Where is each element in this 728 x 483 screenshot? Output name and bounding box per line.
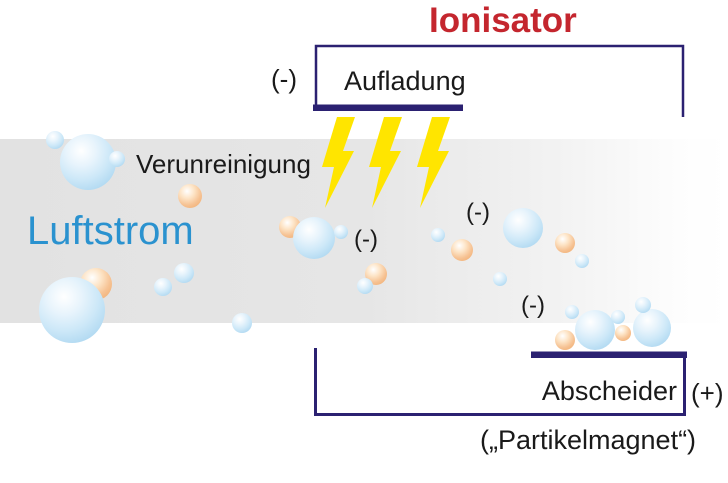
blue-particle: [635, 297, 651, 313]
blue-particle: [611, 310, 625, 324]
blue-particle: [46, 131, 64, 149]
blue-particle: [293, 217, 335, 259]
blue-particle: [60, 134, 116, 190]
blue-particle: [39, 277, 105, 343]
blue-particle: [109, 151, 125, 167]
blue-particle: [431, 228, 445, 242]
blue-particle: [357, 278, 373, 294]
airflow-label: Luftstrom: [27, 209, 194, 253]
orange-particle: [451, 239, 473, 261]
orange-particle: [555, 330, 575, 350]
charged-particle-sign: (-): [466, 199, 490, 226]
contamination-label: Verunreinigung: [136, 149, 311, 179]
charged-particle-sign: (-): [354, 226, 378, 253]
separator-label: Abscheider: [541, 376, 677, 406]
blue-particle: [232, 313, 252, 333]
orange-particle: [178, 184, 202, 208]
blue-particle: [575, 310, 615, 350]
orange-particle: [615, 325, 631, 341]
blue-particle: [633, 309, 671, 347]
blue-particle: [575, 254, 589, 268]
blue-particle: [174, 263, 194, 283]
charged-particle-sign: (-): [521, 292, 545, 319]
blue-particle: [565, 305, 579, 319]
blue-particle: [503, 208, 543, 248]
blue-particle: [493, 272, 507, 286]
electrode-charge-sign: (-): [271, 64, 297, 94]
separator-nickname-label: („Partikelmagnet“): [480, 425, 697, 455]
collector-charge-sign: (+): [691, 378, 724, 408]
orange-particle: [555, 233, 575, 253]
blue-particle: [334, 225, 348, 239]
charging-zone-label: Aufladung: [344, 66, 466, 96]
blue-particle: [154, 278, 172, 296]
diagram-title: Ionisator: [429, 1, 577, 40]
